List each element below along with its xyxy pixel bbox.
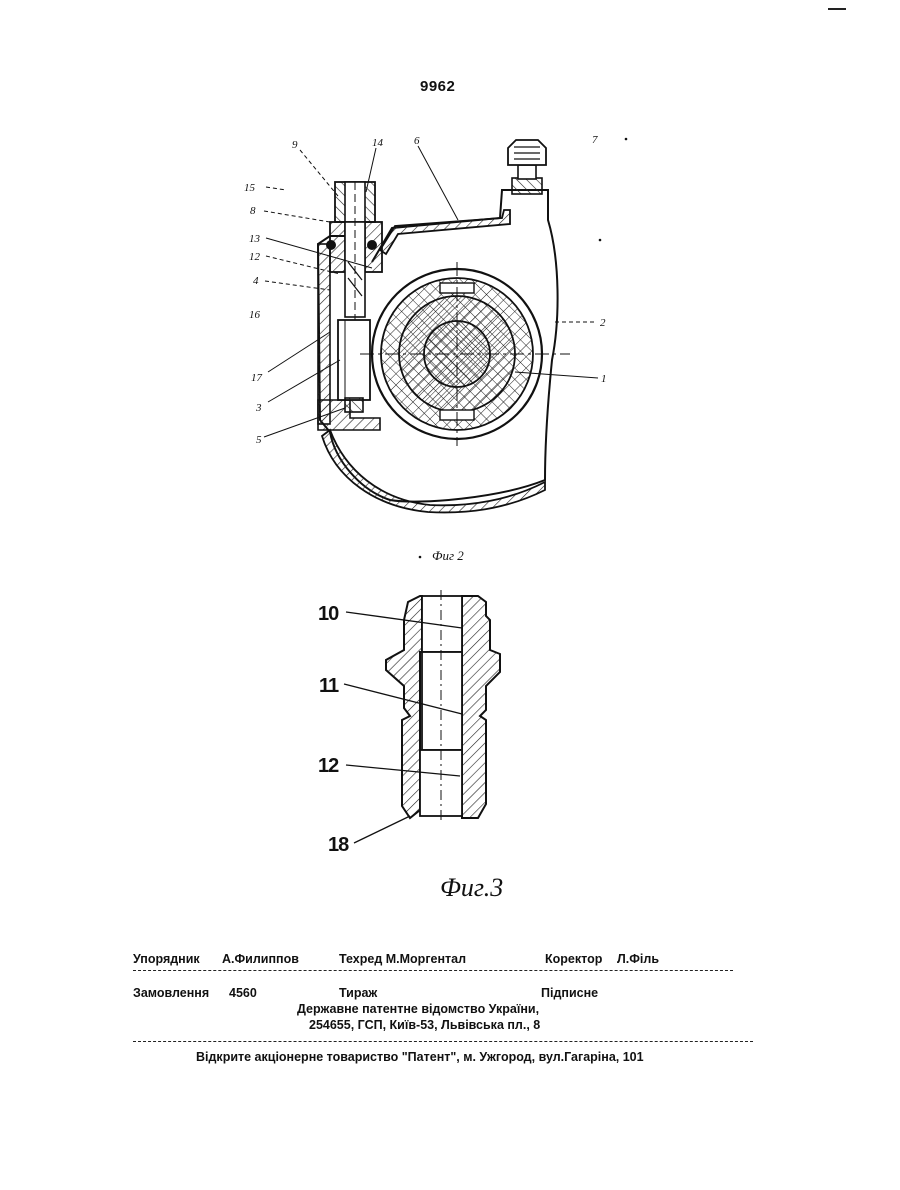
speck: [625, 138, 628, 141]
corrector-name: Л.Філь: [617, 952, 659, 966]
fig2-label-13: 13: [249, 233, 261, 245]
nipple-neck: [518, 165, 536, 179]
fig2-label-6: 6: [414, 135, 420, 147]
shaft-base: [345, 398, 363, 412]
fig3-label-18: 18: [328, 834, 349, 856]
o-ring-right: [368, 241, 376, 249]
o-ring-left: [327, 241, 335, 249]
publisher: Відкрите акціонерне товариство "Патент",…: [196, 1050, 644, 1064]
fig3-label-11: 11: [319, 675, 339, 697]
order-number: 4560: [229, 986, 257, 1000]
bore-top: [422, 596, 462, 652]
fig2-label-16: 16: [249, 309, 261, 321]
speck: [599, 239, 602, 242]
fig2-label-8: 8: [250, 205, 256, 217]
techred: Техред М.Моргентал: [339, 952, 466, 966]
divider-1: [133, 970, 733, 971]
fig2-label-14: 14: [372, 137, 384, 149]
housing-top-arm: [380, 210, 510, 254]
fig2-label-3: 3: [255, 402, 262, 414]
housing-bottom: [322, 430, 545, 512]
fig3-label-10: 10: [318, 603, 339, 625]
order-label: Замовлення: [133, 986, 209, 1000]
fig2-label-1: 1: [601, 373, 607, 385]
fig2-label-7: 7: [592, 134, 598, 146]
compiler-name: А.Филиппов: [222, 952, 299, 966]
nipple-base: [512, 178, 542, 194]
fig2-caption: Фиг 2: [432, 548, 464, 563]
office-line-2: 254655, ГСП, Київ-53, Львівська пл., 8: [309, 1018, 540, 1032]
bore-middle: [422, 652, 462, 750]
fig2-label-5: 5: [256, 434, 262, 446]
fig2-label-2: 2: [600, 317, 606, 329]
lower-shaft: [338, 320, 370, 400]
circulation: Тираж: [339, 986, 377, 1000]
fig2-label-9: 9: [292, 139, 298, 151]
fig2-label-15: 15: [244, 182, 256, 194]
office-line-1: Державне патентне відомство України,: [297, 1002, 539, 1016]
fig2-label-4: 4: [253, 275, 259, 287]
fig3-label-12: 12: [318, 755, 339, 777]
speck: [419, 556, 422, 559]
fitting-right-wall: [462, 596, 500, 818]
fig3-caption: Фиг.3: [440, 873, 503, 902]
subscription: Підписне: [541, 986, 598, 1000]
fig2-label-12: 12: [249, 251, 261, 263]
figure-2: [318, 140, 570, 512]
fig2-label-17: 17: [251, 372, 263, 384]
corrector-label: Коректор: [545, 952, 602, 966]
divider-2: [133, 1041, 753, 1042]
fitting-left-wall: [386, 596, 422, 818]
compiler-label: Упорядник: [133, 952, 200, 966]
